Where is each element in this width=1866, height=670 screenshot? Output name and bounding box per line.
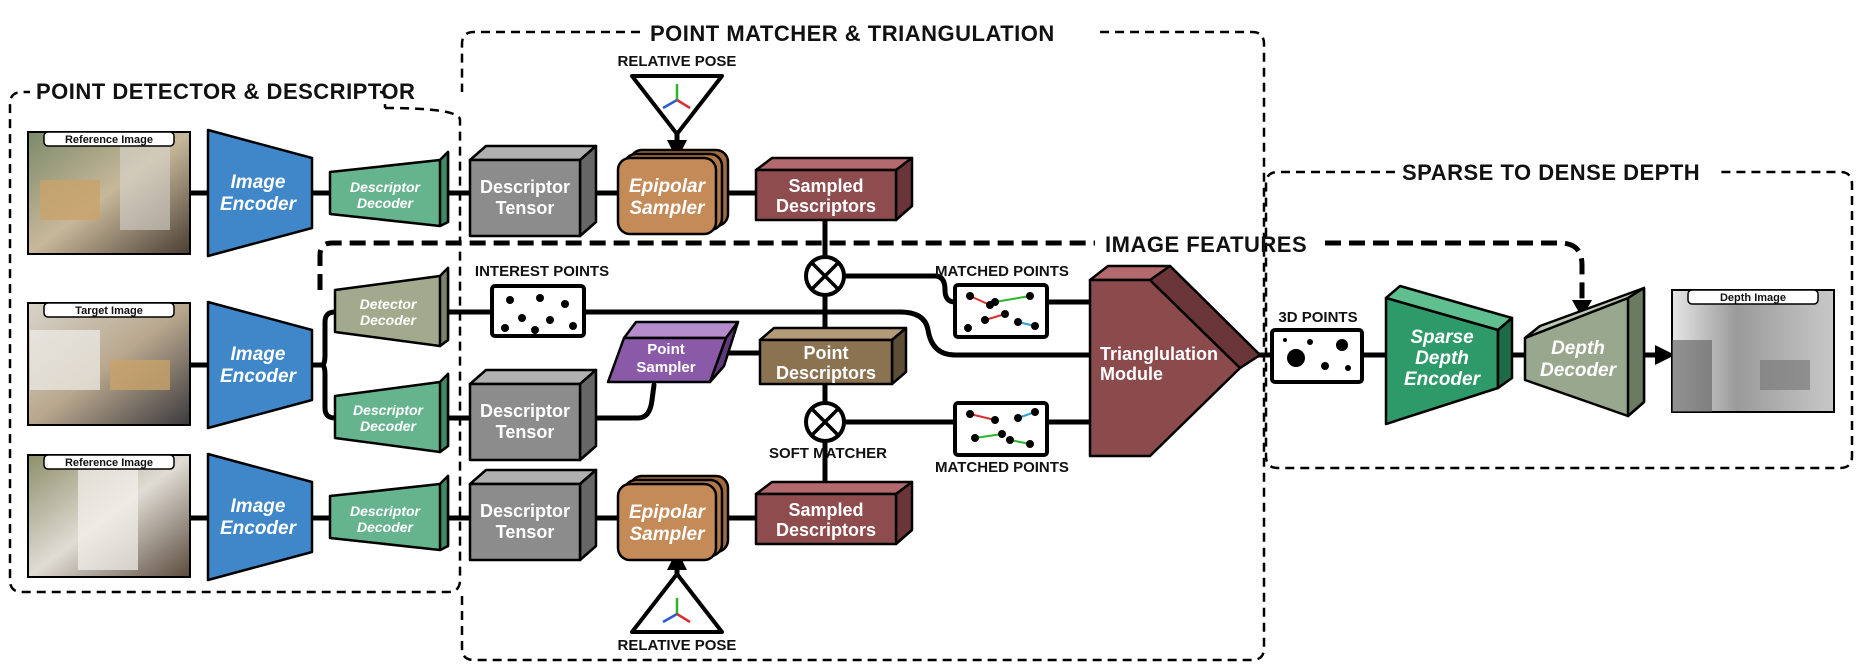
svg-text:Sampler: Sampler	[630, 198, 707, 219]
image-features-line	[317, 240, 1095, 290]
triangulation-module: Trianglulation Module	[1088, 264, 1262, 458]
svg-text:Descriptors: Descriptors	[776, 363, 876, 383]
descriptor-decoder-bottom: Descriptor Decoder	[328, 474, 450, 552]
interest-points-label: INTEREST POINTS	[475, 263, 609, 280]
soft-matcher-label: SOFT MATCHER	[769, 445, 887, 462]
image-features-line-right	[1325, 240, 1585, 302]
svg-text:Descriptor: Descriptor	[480, 401, 570, 421]
descriptor-tensor-top: Descriptor Tensor	[468, 144, 598, 238]
reference-image-top-label: Reference Image	[65, 134, 153, 146]
svg-text:Encoder: Encoder	[1404, 369, 1482, 390]
relative-pose-top: RELATIVE POSE	[618, 53, 737, 136]
svg-text:Detector: Detector	[360, 296, 418, 312]
svg-text:Epipolar: Epipolar	[629, 502, 707, 523]
image-encoder-middle: Image Encoder	[206, 300, 314, 430]
interest-points-box	[490, 284, 586, 338]
svg-text:Descriptors: Descriptors	[776, 520, 876, 540]
depth-image: Depth Image	[1671, 289, 1835, 413]
detector-decoder: Detector Decoder	[333, 266, 450, 348]
svg-text:Depth: Depth	[1551, 338, 1605, 359]
section-title-point-detector: POINT DETECTOR & DESCRIPTOR	[36, 79, 415, 104]
svg-text:Descriptor: Descriptor	[350, 503, 422, 519]
svg-text:Decoder: Decoder	[360, 312, 418, 328]
svg-text:Sparse: Sparse	[1410, 327, 1474, 348]
sparse-depth-encoder: Sparse Depth Encoder	[1384, 284, 1514, 426]
svg-text:Sampler: Sampler	[630, 524, 707, 545]
svg-text:Epipolar: Epipolar	[629, 176, 707, 197]
section-title-point-matcher: POINT MATCHER & TRIANGULATION	[650, 21, 1055, 46]
svg-text:Depth: Depth	[1415, 348, 1469, 369]
depth-image-label: Depth Image	[1720, 292, 1786, 304]
svg-text:Decoder: Decoder	[1540, 360, 1618, 381]
points-3d-box	[1270, 328, 1364, 384]
points-3d-label: 3D POINTS	[1278, 309, 1357, 326]
svg-text:Point: Point	[647, 341, 685, 358]
svg-text:Image: Image	[231, 172, 286, 193]
target-image: Target Image	[27, 302, 191, 426]
epipolar-sampler-bottom: Epipolar Sampler	[616, 474, 730, 562]
image-features-arrow	[1572, 300, 1592, 318]
svg-text:Tensor: Tensor	[496, 198, 555, 218]
descriptor-decoder-middle: Descriptor Decoder	[333, 372, 450, 454]
soft-matcher-bottom	[804, 401, 846, 443]
svg-text:Descriptor: Descriptor	[353, 402, 425, 418]
descriptor-tensor-middle: Descriptor Tensor	[468, 368, 598, 462]
descriptor-tensor-bottom: Descriptor Tensor	[468, 468, 598, 562]
svg-text:Tensor: Tensor	[496, 522, 555, 542]
target-image-label: Target Image	[75, 305, 143, 317]
section-title-image-features: IMAGE FEATURES	[1105, 232, 1307, 257]
svg-text:Module: Module	[1100, 364, 1163, 384]
svg-text:Point: Point	[804, 343, 849, 363]
section-title-sparse-to-dense: SPARSE TO DENSE DEPTH	[1402, 160, 1700, 185]
svg-text:Image: Image	[231, 344, 286, 365]
svg-text:Encoder: Encoder	[220, 366, 298, 387]
relative-pose-top-label: RELATIVE POSE	[618, 53, 737, 70]
descriptor-decoder-top: Descriptor Decoder	[328, 150, 450, 228]
image-encoder-bottom: Image Encoder	[206, 452, 314, 582]
soft-matcher-top	[804, 255, 846, 297]
svg-text:Descriptor: Descriptor	[480, 501, 570, 521]
svg-text:Decoder: Decoder	[357, 195, 415, 211]
point-matcher-region	[460, 30, 1266, 662]
reference-image-bottom: Reference Image	[27, 454, 191, 578]
svg-text:Descriptor: Descriptor	[480, 177, 570, 197]
svg-text:Trianglulation: Trianglulation	[1100, 344, 1218, 364]
svg-text:Image: Image	[231, 496, 286, 517]
sampled-descriptors-top: Sampled Descriptors	[754, 156, 914, 222]
point-detector-region	[8, 90, 462, 594]
svg-text:Encoder: Encoder	[220, 194, 298, 215]
epipolar-sampler-top: Epipolar Sampler	[616, 148, 730, 236]
matched-points-bottom-label: MATCHED POINTS	[935, 459, 1069, 476]
point-sampler: Point Sampler	[606, 320, 740, 384]
image-encoder-top: Image Encoder	[206, 128, 314, 258]
svg-text:Decoder: Decoder	[360, 418, 418, 434]
svg-text:Descriptors: Descriptors	[776, 196, 876, 216]
svg-text:Sampled: Sampled	[788, 176, 863, 196]
svg-text:Decoder: Decoder	[357, 519, 415, 535]
relative-pose-bottom: RELATIVE POSE	[618, 572, 737, 654]
matched-points-top-box	[953, 283, 1049, 339]
svg-text:Sampler: Sampler	[636, 359, 695, 376]
point-descriptors: Point Descriptors	[758, 326, 908, 386]
reference-image-bottom-label: Reference Image	[65, 457, 153, 469]
svg-text:Tensor: Tensor	[496, 422, 555, 442]
sampled-descriptors-bottom: Sampled Descriptors	[754, 480, 914, 546]
depth-decoder: Depth Decoder	[1523, 286, 1646, 418]
svg-text:Sampled: Sampled	[788, 500, 863, 520]
svg-text:Encoder: Encoder	[220, 518, 298, 539]
svg-text:Descriptor: Descriptor	[350, 179, 422, 195]
relative-pose-bottom-label: RELATIVE POSE	[618, 637, 737, 654]
sparse-to-dense-region	[1264, 170, 1854, 470]
matched-points-top-label: MATCHED POINTS	[935, 263, 1069, 280]
reference-image-top: Reference Image	[27, 131, 191, 255]
matched-points-bottom-box	[953, 401, 1049, 457]
